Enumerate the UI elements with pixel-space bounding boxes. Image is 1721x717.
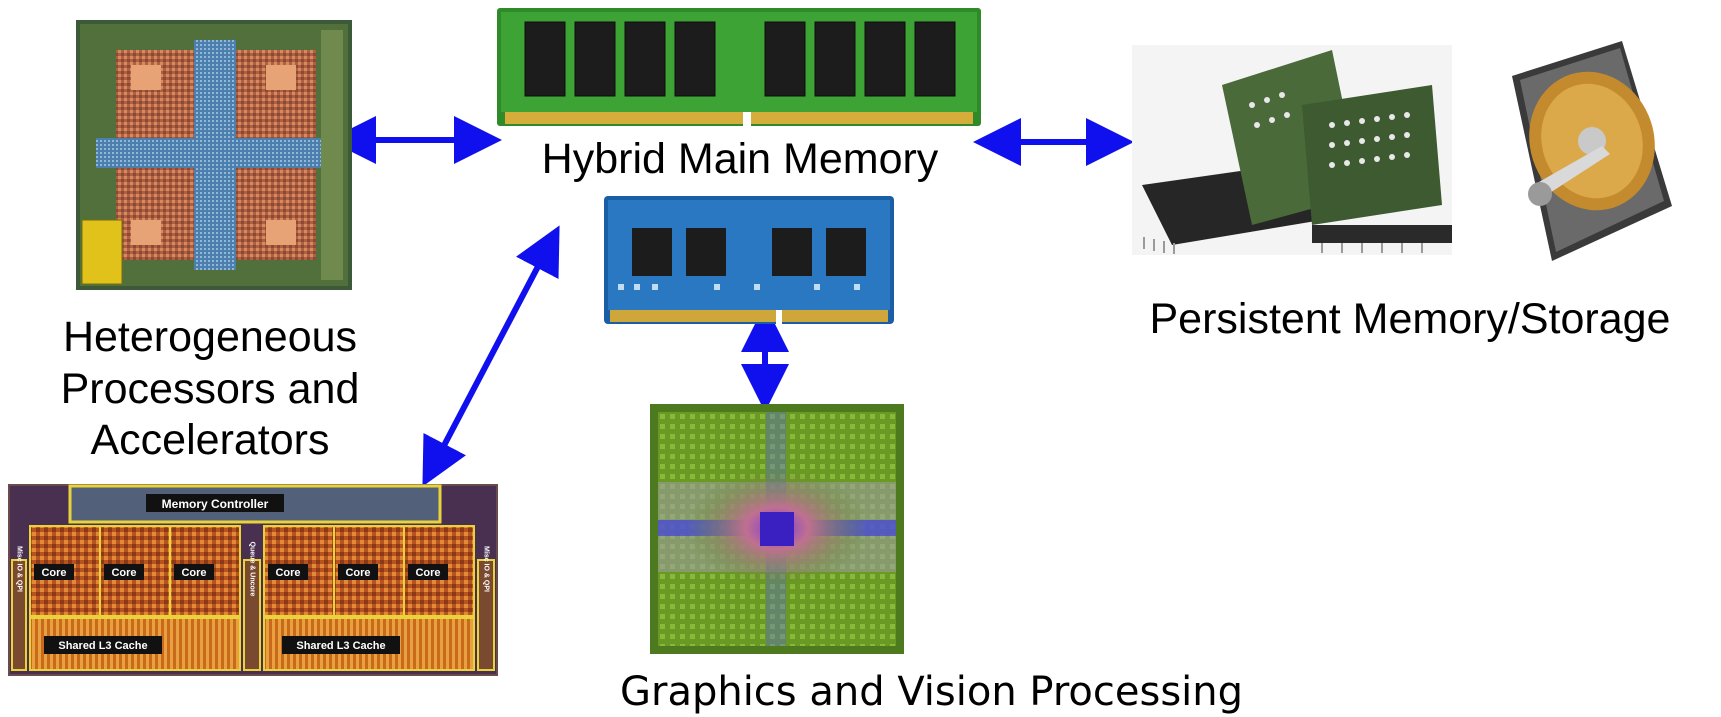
dram-module-image bbox=[497, 8, 981, 126]
hard-disk-icon bbox=[1512, 41, 1672, 261]
core-label-6: Core bbox=[415, 567, 440, 579]
sodimm-module-image bbox=[604, 196, 894, 324]
arrow-cpu-memory bbox=[422, 225, 560, 487]
hard-disk-image bbox=[1492, 36, 1682, 266]
multicore-cpu-die-icon: Memory Controller Misc IO & QPI Queue & … bbox=[8, 484, 498, 676]
heterogeneous-caption-line-2: Processors and bbox=[60, 364, 360, 413]
heterogeneous-caption-line-1: Heterogeneous bbox=[62, 313, 358, 361]
side-left-label: Misc IO & QPI bbox=[16, 546, 23, 592]
graphics-caption: Graphics and Vision Processing bbox=[620, 669, 1244, 715]
core-label-1: Core bbox=[41, 567, 66, 579]
side-right-label: Misc IO & QPI bbox=[483, 546, 490, 592]
flash-chips-image bbox=[1132, 45, 1452, 255]
side-middle-label: Queue & Uncore bbox=[249, 542, 256, 597]
shared-l3-label-right: Shared L3 Cache bbox=[296, 640, 385, 652]
gpu-die-image bbox=[650, 404, 904, 654]
core-label-4: Core bbox=[275, 567, 300, 579]
flash-chip-icon bbox=[1132, 45, 1452, 255]
persistent-caption: Persistent Memory/Storage bbox=[1149, 295, 1671, 343]
processor-die-icon bbox=[76, 20, 352, 290]
memory-controller-label: Memory Controller bbox=[162, 497, 269, 511]
hybrid-memory-caption: Hybrid Main Memory bbox=[541, 135, 939, 183]
shared-l3-label-left: Shared L3 Cache bbox=[58, 640, 147, 652]
core-label-2: Core bbox=[111, 567, 136, 579]
heterogeneous-caption: Heterogeneous Processors and Accelerator… bbox=[20, 312, 400, 467]
gpu-die-icon bbox=[650, 404, 904, 654]
dram-module-icon bbox=[497, 8, 981, 126]
heterogeneous-caption-line-3: Accelerators bbox=[90, 416, 330, 465]
core-label-3: Core bbox=[181, 567, 206, 579]
processor-die-image bbox=[76, 20, 352, 290]
sodimm-module-icon bbox=[604, 196, 894, 324]
multicore-cpu-die-image: Memory Controller Misc IO & QPI Queue & … bbox=[8, 484, 498, 676]
core-label-5: Core bbox=[345, 567, 370, 579]
